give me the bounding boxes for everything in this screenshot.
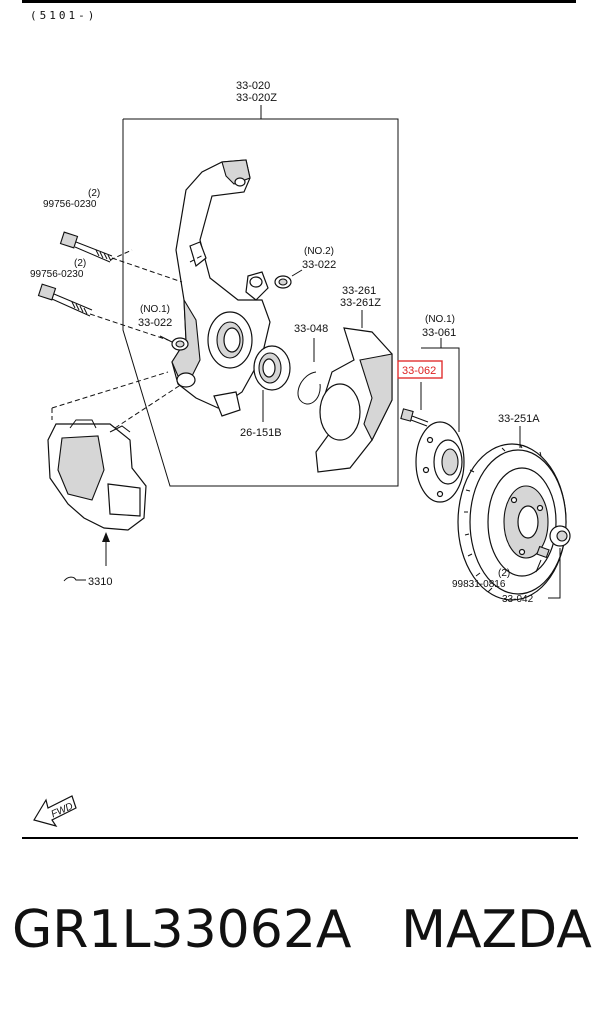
label-screw[interactable]: 99831-0816 [452, 579, 506, 590]
snap-ring[interactable] [297, 338, 321, 405]
label-hub-bolt[interactable]: 33-062 [402, 365, 436, 377]
top-rule [22, 0, 576, 3]
label-snap-ring[interactable]: 33-048 [294, 323, 328, 335]
lower-bolt[interactable] [37, 283, 93, 317]
label-knuckle-z[interactable]: 33-020Z [236, 92, 277, 104]
bottom-rule [22, 837, 578, 839]
caliper-arrow-icon [102, 532, 110, 542]
disc-screw[interactable] [535, 545, 550, 573]
label-disc[interactable]: 33-251A [498, 413, 540, 425]
label-dust-cover-z[interactable]: 33-261Z [340, 297, 381, 309]
label-seal-no2[interactable]: 33-022 [302, 259, 336, 271]
footer-caption: GR1L33062A MAZDA [12, 900, 592, 960]
label-bolt-upper[interactable]: 99756-0230 [43, 199, 97, 210]
steering-knuckle[interactable] [171, 159, 271, 417]
label-hub[interactable]: 33-061 [422, 327, 456, 339]
footer-brand: MAZDA [401, 900, 592, 960]
page-code: (5101-) [30, 9, 98, 22]
label-no1-right: (NO.1) [425, 314, 455, 325]
brake-caliper[interactable] [47, 419, 147, 566]
lock-nut[interactable] [548, 525, 571, 599]
label-caliper-ref[interactable]: 3310 [88, 576, 112, 588]
assembly-frame [122, 118, 399, 487]
label-no1-left: (NO.1) [140, 304, 170, 315]
label-lock-nut[interactable]: 33-042 [502, 594, 534, 605]
reference-arrow-icon [63, 576, 86, 582]
wheel-bearing[interactable] [253, 345, 291, 422]
upper-bolt[interactable] [59, 231, 113, 263]
label-bolt-lower[interactable]: 99756-0230 [30, 269, 84, 280]
footer-part-number: GR1L33062A [12, 900, 352, 960]
seal-no1-left[interactable] [159, 335, 189, 351]
label-knuckle[interactable]: 33-020 [236, 80, 270, 92]
label-bearing[interactable]: 26-151B [240, 427, 282, 439]
caliper-ref[interactable]: 3310 [63, 576, 112, 588]
wheel-hub[interactable] [415, 338, 465, 503]
brake-disc[interactable] [457, 426, 567, 601]
label-dust-cover[interactable]: 33-261 [342, 285, 376, 297]
caliper-guides [51, 371, 183, 429]
label-screw-qty: (2) [498, 568, 510, 579]
hub-bolt[interactable] [400, 382, 429, 427]
bolt-guides [89, 249, 206, 341]
dust-cover[interactable] [315, 310, 393, 473]
highlight-box [397, 360, 443, 379]
label-no2: (NO.2) [304, 246, 334, 257]
fwd-arrow-icon: FWD [33, 795, 77, 828]
label-seal-no1[interactable]: 33-022 [138, 317, 172, 329]
label-bolt-upper-qty: (2) [88, 188, 100, 199]
seal-no2[interactable] [274, 269, 303, 289]
fwd-text: FWD [50, 801, 75, 820]
label-bolt-lower-qty: (2) [74, 258, 86, 269]
